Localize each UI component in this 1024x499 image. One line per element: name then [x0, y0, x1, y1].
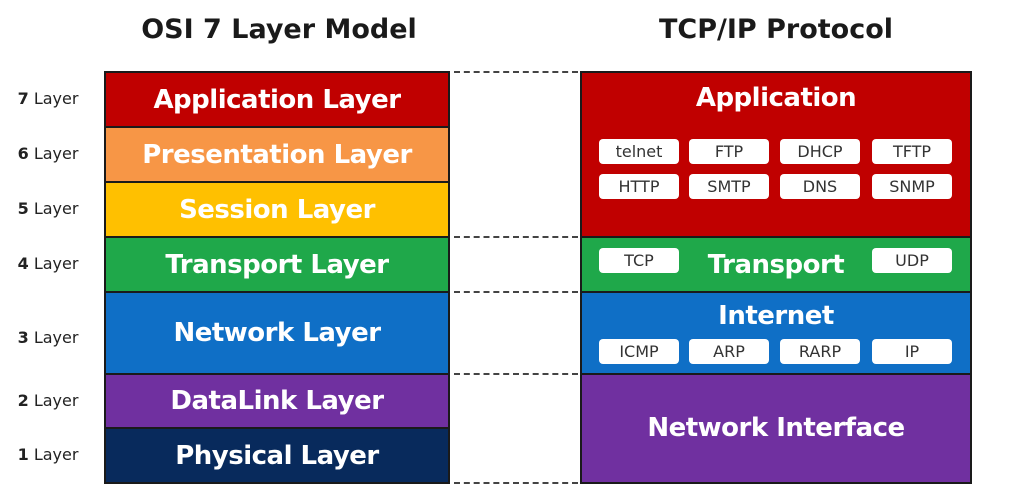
- osi-physical-layer: Physical Layer: [104, 427, 450, 484]
- tcp-network-interface-label: Network Interface: [647, 413, 905, 443]
- protocol-icmp: ICMP: [599, 339, 679, 364]
- layer-number-3: 3 Layer: [17, 328, 79, 347]
- connector-line-physical-bottom: [454, 482, 578, 484]
- tcp-internet-label: Internet: [718, 301, 834, 331]
- protocol-ip: IP: [872, 339, 952, 364]
- tcp-ip-protocol-title: TCP/IP Protocol: [658, 14, 894, 45]
- layer-number-1: 1 Layer: [17, 445, 79, 464]
- tcp-network-interface-layer: Network Interface: [580, 373, 972, 484]
- layer-number-4: 4 Layer: [17, 254, 79, 273]
- protocol-smtp: SMTP: [689, 174, 769, 199]
- layer-number-7: 7 Layer: [17, 89, 79, 108]
- osi-transport-layer: Transport Layer: [104, 236, 450, 293]
- protocol-tftp: TFTP: [872, 139, 952, 164]
- connector-line-datalink-top: [454, 373, 578, 375]
- protocol-telnet: telnet: [599, 139, 679, 164]
- osi-application-layer: Application Layer: [104, 71, 450, 128]
- protocol-http: HTTP: [599, 174, 679, 199]
- protocol-snmp: SNMP: [872, 174, 952, 199]
- layer-number-2: 2 Layer: [17, 391, 79, 410]
- tcp-application-label: Application: [695, 83, 857, 113]
- osi-datalink-layer: DataLink Layer: [104, 373, 450, 429]
- layer-number-5: 5 Layer: [17, 199, 79, 218]
- osi-model-title: OSI 7 Layer Model: [141, 14, 417, 45]
- connector-line-application-top: [454, 71, 578, 73]
- protocol-udp: UDP: [872, 248, 952, 273]
- osi-presentation-layer: Presentation Layer: [104, 126, 450, 183]
- tcp-transport-label: Transport: [707, 250, 845, 280]
- protocol-dhcp: DHCP: [780, 139, 860, 164]
- connector-line-network-top: [454, 291, 578, 293]
- protocol-ftp: FTP: [689, 139, 769, 164]
- protocol-dns: DNS: [780, 174, 860, 199]
- connector-line-transport-top: [454, 236, 578, 238]
- protocol-rarp: RARP: [780, 339, 860, 364]
- tcp-internet-layer: Internet ICMP ARP RARP IP: [580, 291, 972, 375]
- tcp-application-layer: Application telnet FTP DHCP TFTP HTTP SM…: [580, 71, 972, 238]
- osi-network-layer: Network Layer: [104, 291, 450, 375]
- protocol-arp: ARP: [689, 339, 769, 364]
- tcp-transport-layer: Transport TCP UDP: [580, 236, 972, 293]
- layer-number-6: 6 Layer: [17, 144, 79, 163]
- protocol-tcp: TCP: [599, 248, 679, 273]
- osi-session-layer: Session Layer: [104, 181, 450, 238]
